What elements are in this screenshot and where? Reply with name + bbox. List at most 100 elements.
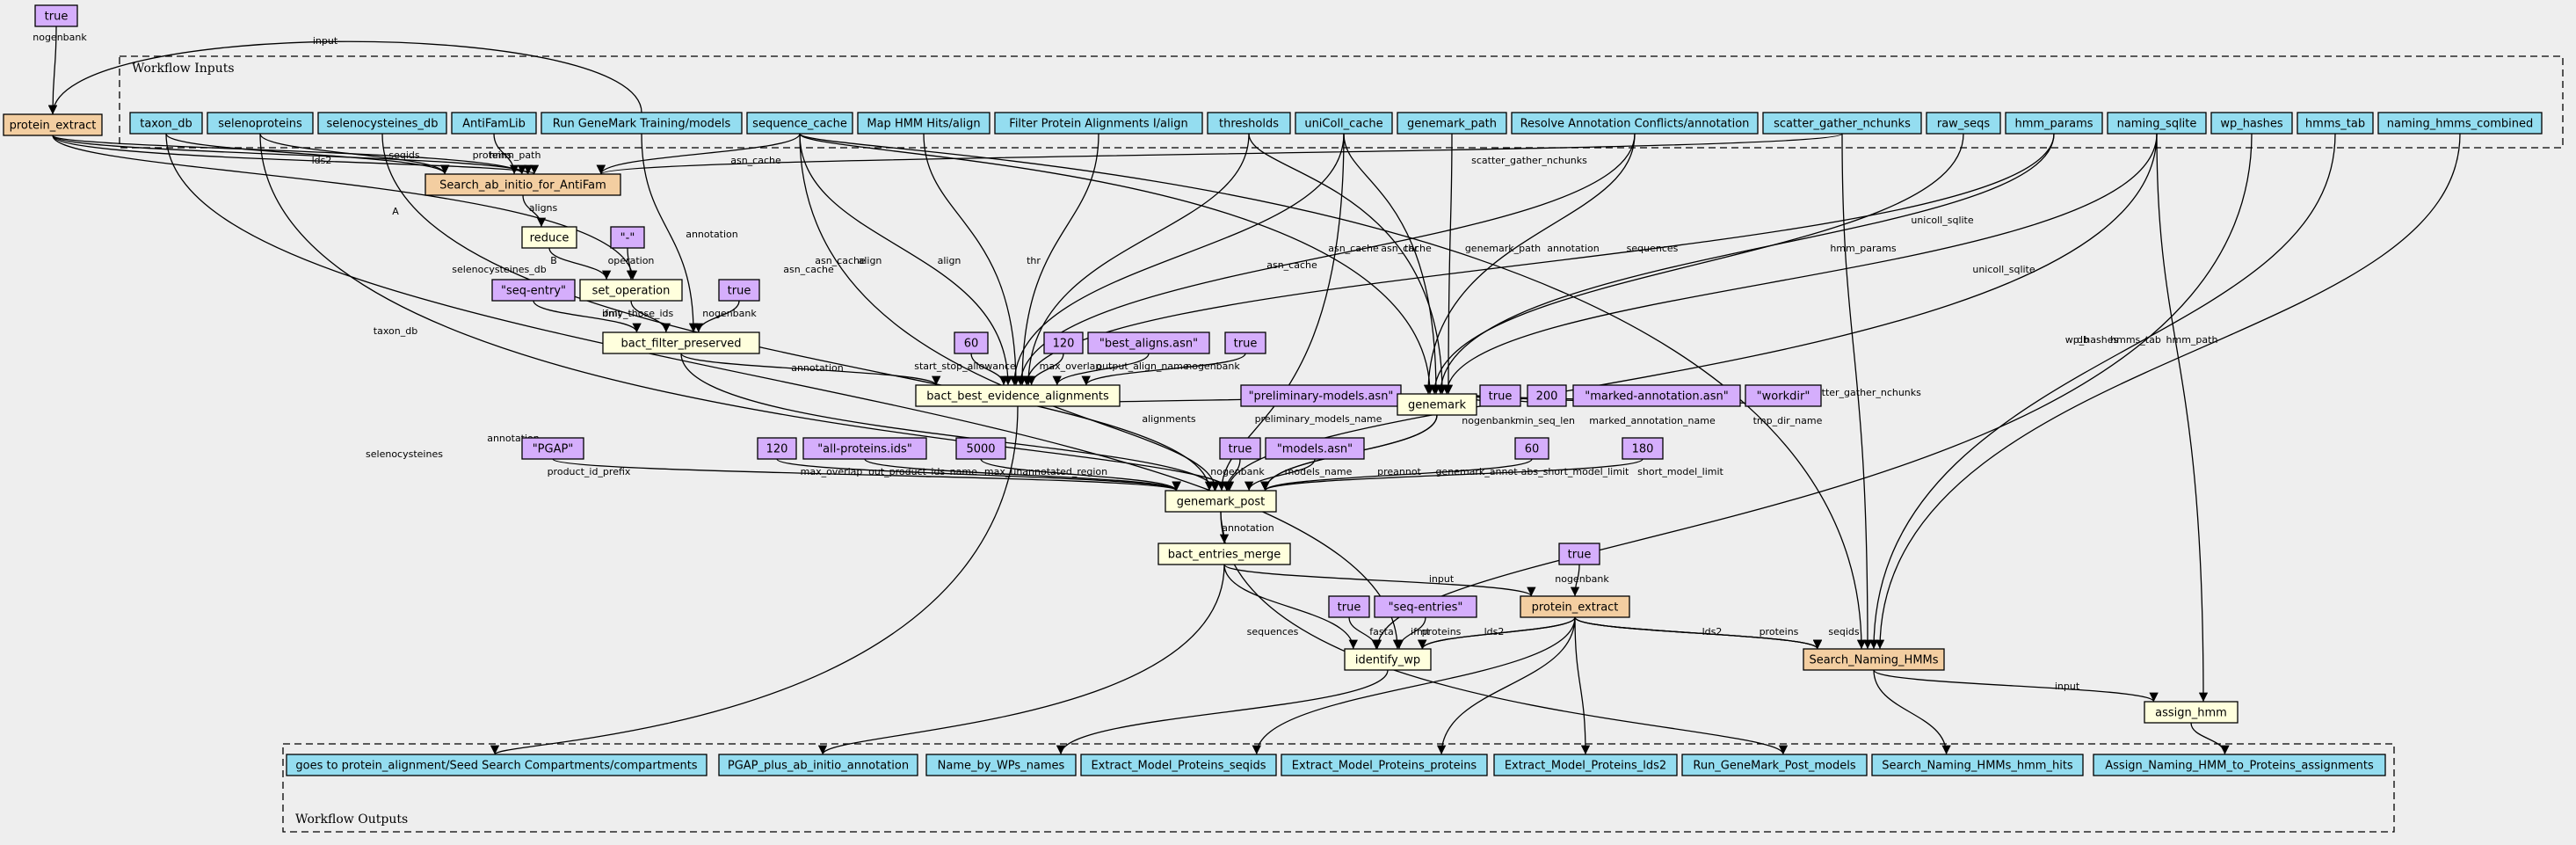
node-genemark[interactable]: genemark <box>1397 393 1477 416</box>
edge-label: output_align_name <box>1096 361 1189 372</box>
node-thresholds[interactable]: thresholds <box>1207 112 1291 135</box>
node-all-proteins-lit[interactable]: "all-proteins.ids" <box>802 437 927 460</box>
node-identify-wp[interactable]: identify_wp <box>1344 648 1432 671</box>
node-resolve-annot[interactable]: Resolve Annotation Conflicts/annotation <box>1511 112 1759 135</box>
node-reduce[interactable]: reduce <box>521 226 577 249</box>
edge-seq-entry-lit-to-bact-filter <box>533 300 642 333</box>
node-out-proteins[interactable]: Extract_Model_Proteins_proteins <box>1281 754 1488 776</box>
node-true-gm[interactable]: true <box>1479 384 1521 407</box>
node-assign-hmm[interactable]: assign_hmm <box>2144 701 2239 724</box>
node-label: "PGAP" <box>533 443 574 456</box>
node-true-post[interactable]: true <box>1219 437 1261 460</box>
node-lit-120a[interactable]: 120 <box>1043 331 1084 354</box>
node-hmm-params[interactable]: hmm_params <box>2005 112 2103 135</box>
node-lit-120b[interactable]: 120 <box>757 437 797 460</box>
edge-label: genemark_annot <box>1435 466 1518 477</box>
node-lit-180[interactable]: 180 <box>1622 437 1664 460</box>
node-selenocysteines-db[interactable]: selenocysteines_db <box>317 112 447 135</box>
node-marked-annot-lit[interactable]: "marked-annotation.asn" <box>1572 384 1741 407</box>
node-map-hmm[interactable]: Map HMM Hits/align <box>857 112 990 135</box>
edge-label: operation <box>608 255 655 266</box>
node-lit-60a[interactable]: 60 <box>954 331 989 354</box>
node-true-filter[interactable]: true <box>718 279 760 302</box>
node-set-operation[interactable]: set_operation <box>579 279 683 302</box>
edge-label: selenocysteines <box>366 448 443 460</box>
edge-hmm-params-to-genemark <box>1435 133 2055 395</box>
edge-label: db <box>2077 334 2089 346</box>
node-label: Map HMM Hits/align <box>867 118 980 131</box>
node-out-gm-post[interactable]: Run_GeneMark_Post_models <box>1681 754 1868 776</box>
node-workdir-lit[interactable]: "workdir" <box>1745 384 1822 407</box>
node-naming-hmms-combined[interactable]: naming_hmms_combined <box>2377 112 2543 135</box>
edge-label: taxon_db <box>374 325 417 337</box>
node-genemark-post[interactable]: genemark_post <box>1165 490 1277 513</box>
node-out-lds2[interactable]: Extract_Model_Proteins_lds2 <box>1493 754 1678 776</box>
node-unicoll-cache[interactable]: uniColl_cache <box>1295 112 1393 135</box>
node-filter-protein[interactable]: Filter Protein Alignments I/align <box>994 112 1203 135</box>
node-scatter-gather[interactable]: scatter_gather_nchunks <box>1762 112 1922 135</box>
node-seq-entries-lit[interactable]: "seq-entries" <box>1374 595 1477 618</box>
node-dash-lit[interactable]: "-" <box>610 226 645 249</box>
edge-label: unicoll_sqlite <box>1972 264 2035 275</box>
edge-lit-5000-to-genemark-post <box>980 458 1181 492</box>
edge-selenoproteins-to-search-antifam <box>259 133 450 175</box>
node-bact-best[interactable]: bact_best_evidence_alignments <box>915 384 1121 407</box>
edge-search-naming-to-assign-hmm <box>1873 669 2159 703</box>
node-out-seqids[interactable]: Extract_Model_Proteins_seqids <box>1080 754 1277 776</box>
node-hmms-tab[interactable]: hmms_tab <box>2297 112 2374 135</box>
node-label: protein_extract <box>10 120 97 133</box>
edge-label: annotation <box>686 229 738 240</box>
node-models-asn-lit[interactable]: "models.asn" <box>1265 437 1365 460</box>
node-true-best[interactable]: true <box>1224 331 1266 354</box>
node-selenoproteins[interactable]: selenoproteins <box>207 112 314 135</box>
edge-label: align <box>859 255 882 266</box>
node-prelim-models-lit[interactable]: "preliminary-models.asn" <box>1240 384 1402 407</box>
edge-label: lds2 <box>312 155 332 166</box>
edge-label: nogenbank <box>702 308 757 319</box>
node-search-naming[interactable]: Search_Naming_HMMs <box>1803 648 1945 671</box>
node-label: Filter Protein Alignments I/align <box>1009 118 1187 131</box>
edge-label: preannot <box>1377 466 1421 477</box>
node-protein-extract-mid[interactable]: protein_extract <box>1520 595 1630 618</box>
node-raw-seqs[interactable]: raw_seqs <box>1926 112 2001 135</box>
node-best-aligns-lit[interactable]: "best_aligns.asn" <box>1087 331 1210 354</box>
node-out-hmm-hits[interactable]: Search_Naming_HMMs_hmm_hits <box>1871 754 2084 776</box>
node-bact-entries[interactable]: bact_entries_merge <box>1157 543 1291 565</box>
node-true-wp[interactable]: true <box>1328 595 1370 618</box>
edge-label: hmm_params <box>1830 243 1897 254</box>
node-search-antifam[interactable]: Search_ab_initio_for_AntiFam <box>424 173 621 196</box>
node-out-compartments[interactable]: goes to protein_alignment/Seed Search Co… <box>286 754 707 776</box>
node-sequence-cache[interactable]: sequence_cache <box>746 112 853 135</box>
edge-label: B <box>550 255 557 266</box>
edge-label: nogenbank <box>1210 466 1265 477</box>
node-protein-extract-top[interactable]: protein_extract <box>3 113 103 136</box>
edge-label: selenocysteines_db <box>452 264 546 275</box>
node-lit-60b[interactable]: 60 <box>1514 437 1549 460</box>
node-genemark-path[interactable]: genemark_path <box>1397 112 1507 135</box>
node-seq-entry-lit[interactable]: "seq-entry" <box>491 279 576 302</box>
edge-label: preliminary_models_name <box>1255 413 1382 425</box>
node-out-assign[interactable]: Assign_Naming_HMM_to_Proteins_assignment… <box>2093 754 2386 776</box>
node-lit-200[interactable]: 200 <box>1527 384 1567 407</box>
node-out-name-wp[interactable]: Name_by_WPs_names <box>925 754 1077 776</box>
node-true-top[interactable]: true <box>34 4 78 27</box>
edge-lit-120a-to-bact-best <box>1027 353 1064 386</box>
node-run-genemark[interactable]: Run GeneMark Training/models <box>541 112 743 135</box>
node-label: 120 <box>1053 338 1075 351</box>
node-pgap-lit[interactable]: "PGAP" <box>521 437 584 460</box>
node-wp-hashes[interactable]: wp_hashes <box>2210 112 2293 135</box>
edge-label: thr <box>1027 255 1041 266</box>
cluster-outputs-title: Workflow Outputs <box>295 812 408 827</box>
edge-bact-entries-to-identify-wp <box>1223 564 1358 650</box>
node-bact-filter[interactable]: bact_filter_preserved <box>602 331 760 354</box>
node-label: "workdir" <box>1757 390 1810 404</box>
node-true-pe[interactable]: true <box>1558 543 1600 565</box>
node-lit-5000[interactable]: 5000 <box>955 437 1006 460</box>
node-antifamlib[interactable]: AntiFamLib <box>451 112 537 135</box>
node-naming-sqlite[interactable]: naming_sqlite <box>2107 112 2207 135</box>
edge-label: genemark_path <box>1465 243 1541 254</box>
node-out-pgap[interactable]: PGAP_plus_ab_initio_annotation <box>718 754 918 776</box>
node-label: reduce <box>530 232 570 245</box>
node-taxon-db[interactable]: taxon_db <box>129 112 203 135</box>
edge-label: models_name <box>1285 466 1353 477</box>
